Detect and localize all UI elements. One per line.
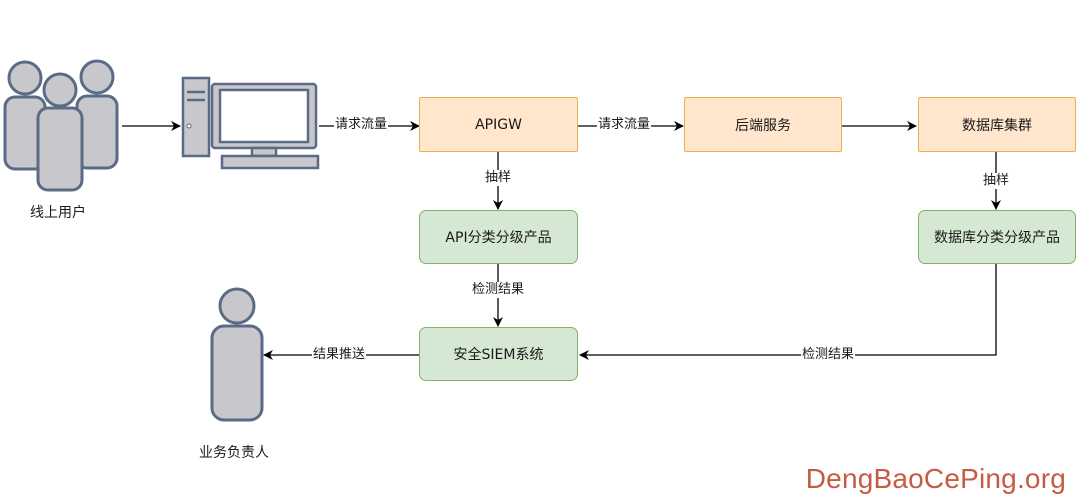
api-classification-product-node: API分类分级产品 xyxy=(419,210,578,264)
edge-label-detection-result-1: 检测结果 xyxy=(471,282,526,298)
siem-node: 安全SIEM系统 xyxy=(419,327,578,381)
online-users-label: 线上用户 xyxy=(30,205,86,221)
user-group-icon xyxy=(3,59,119,192)
edge-label-detection-result-2: 检测结果 xyxy=(801,347,856,363)
edge-label-request-traffic-2: 请求流量 xyxy=(597,117,652,133)
edge-label-request-traffic-1: 请求流量 xyxy=(334,117,389,133)
desktop-computer-icon xyxy=(181,76,320,170)
watermark: DengBaoCePing.org xyxy=(805,463,1066,494)
edge-label-result-push: 结果推送 xyxy=(312,347,367,363)
apigw-node: APIGW xyxy=(419,97,578,152)
person-icon xyxy=(210,287,264,422)
edge-label-sampling-1: 抽样 xyxy=(484,170,513,186)
backend-service-node: 后端服务 xyxy=(684,97,842,152)
business-owner-label: 业务负责人 xyxy=(199,445,269,461)
database-classification-product-node: 数据库分类分级产品 xyxy=(918,210,1076,264)
database-cluster-node: 数据库集群 xyxy=(918,97,1076,152)
edge-db-product-to-siem xyxy=(579,264,997,360)
edge-label-sampling-2: 抽样 xyxy=(982,173,1011,189)
